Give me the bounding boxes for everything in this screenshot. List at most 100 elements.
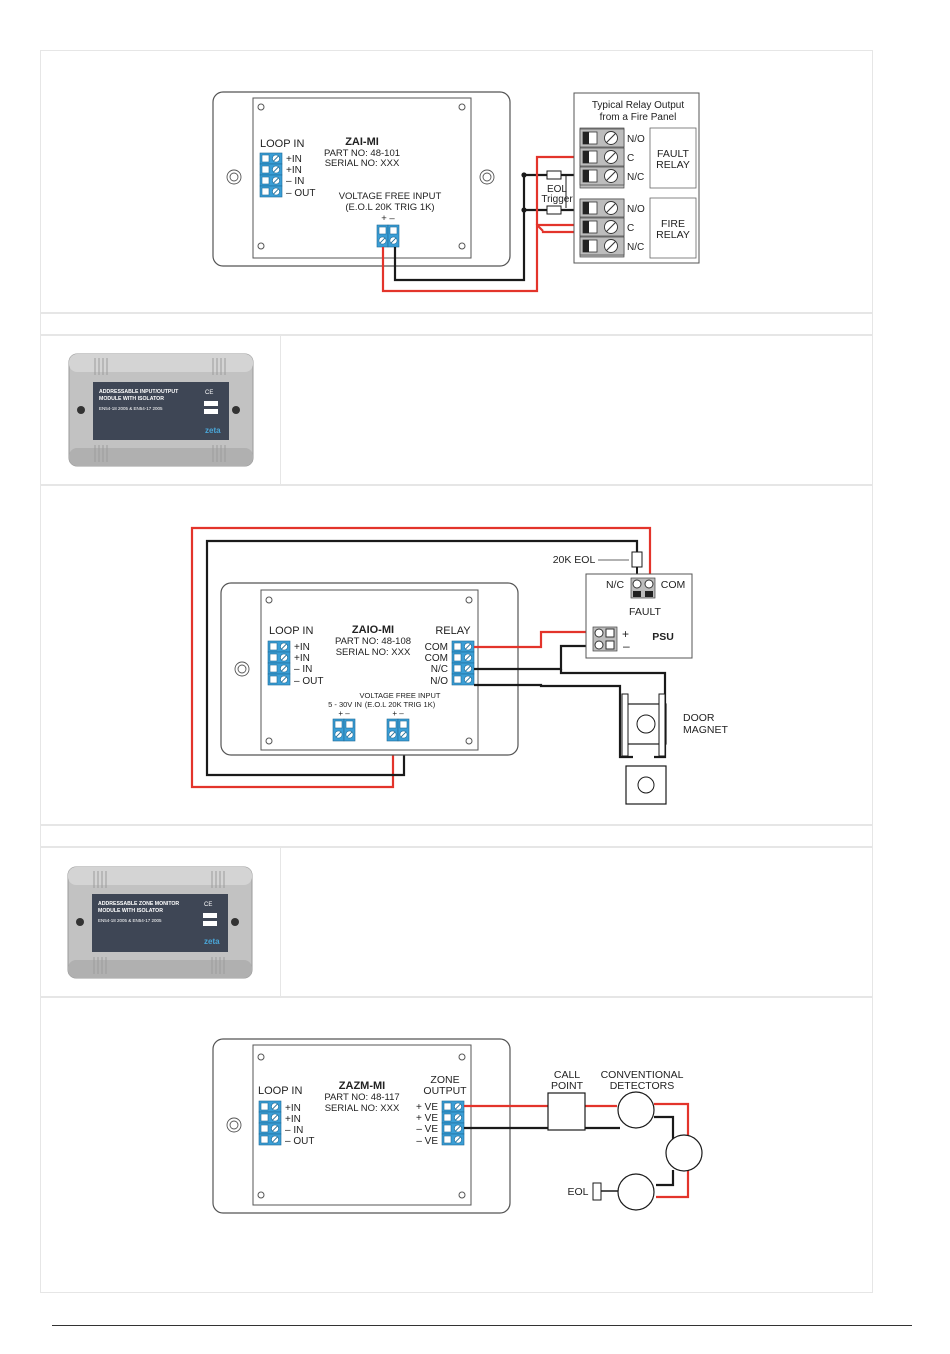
fault-relay-label: RELAY	[656, 159, 690, 171]
input-title: VOLTAGE FREE INPUT	[360, 691, 441, 700]
contact-label: N/O	[627, 134, 645, 145]
eol-trigger-resistor	[546, 205, 562, 215]
fire-relay-label: FIRE	[661, 218, 685, 230]
eol-label: EOL	[547, 184, 567, 195]
call-point	[547, 1092, 586, 1131]
diagram-zazm-mi: LOOP IN +IN +IN – IN – OUT ZAZM-MI PART …	[212, 1038, 703, 1214]
mounting-hole-right	[479, 169, 495, 185]
detectors-label: DETECTORS	[610, 1080, 675, 1092]
module-name: ZAIO-MI	[352, 624, 394, 636]
relay-terminal-label: N/C	[431, 664, 448, 675]
contact-label: C	[627, 153, 634, 164]
door-magnet-label: DOOR	[683, 712, 715, 724]
relay-label: RELAY	[435, 625, 471, 637]
loop-terminal-label: – OUT	[286, 188, 315, 199]
photo-brand-logo: zeta	[204, 937, 220, 946]
zone-terminal-label: + VE	[416, 1113, 438, 1124]
module-plate	[252, 97, 472, 259]
contact-label: N/O	[627, 204, 645, 215]
detectors-label: CONVENTIONAL	[601, 1069, 684, 1081]
20k-eol-resistor	[631, 551, 643, 568]
call-point-label: CALL	[554, 1069, 580, 1081]
input-polarity: + –	[381, 213, 395, 224]
loop-in-label: LOOP IN	[269, 625, 313, 637]
psu-plus: +	[622, 627, 629, 641]
input-subtitle: (E.O.L 20K TRIG 1K)	[365, 700, 436, 709]
module-name: ZAI-MI	[345, 136, 379, 148]
psu-minus: –	[623, 639, 630, 653]
loop-terminal-label: +IN	[286, 165, 302, 176]
fire-panel-title: Typical Relay Output	[592, 100, 684, 111]
psu-nc-label: N/C	[606, 579, 625, 591]
mounting-hole-left	[226, 169, 242, 185]
20k-eol-label: 20K EOL	[553, 554, 596, 566]
loop-terminal-label: – IN	[285, 1125, 303, 1136]
contact-label: N/C	[627, 242, 644, 253]
module-plate	[260, 589, 479, 751]
fault-label: FAULT	[629, 606, 661, 618]
footer-rule	[52, 1325, 912, 1326]
serial-number: SERIAL NO: XXX	[325, 1103, 400, 1114]
fault-relay-label: FAULT	[657, 148, 689, 160]
zone-output-label: OUTPUT	[423, 1085, 467, 1097]
photo-subtitle: MODULE WITH ISOLATOR	[98, 908, 163, 914]
call-point-label: POINT	[551, 1080, 584, 1092]
diagram-zaio-mi: 20K EOL LOOP IN +IN +IN – IN – OUT ZAIO-…	[190, 526, 729, 805]
mounting-hole-left	[226, 1117, 242, 1133]
eol-resistor	[592, 1182, 602, 1201]
photo-divider-2	[280, 847, 281, 997]
zone-terminal-label: + VE	[416, 1102, 438, 1113]
conventional-detector	[665, 1134, 703, 1172]
spacer-panel-1	[40, 313, 873, 335]
loop-terminal-label: +IN	[294, 642, 310, 653]
fault-relay-box	[649, 127, 697, 189]
contact-label: N/C	[627, 172, 644, 183]
eol-label: EOL	[567, 1186, 588, 1198]
loop-terminal-label: – IN	[294, 664, 312, 675]
photo-standards: EN54-18 2005 & EN54-17 2005	[99, 406, 163, 411]
fire-relay-box	[649, 197, 697, 259]
psu-com-label: COM	[661, 579, 686, 591]
photo-ce-mark: CE	[205, 390, 213, 396]
loop-terminal-label: +IN	[294, 653, 310, 664]
zazm-mi-product-photo: ADDRESSABLE ZONE MONITOR MODULE WITH ISO…	[67, 866, 253, 979]
door-magnet-label: MAGNET	[683, 724, 729, 736]
module-name: ZAZM-MI	[339, 1080, 385, 1092]
loop-terminal-label: – IN	[286, 176, 304, 187]
loop-terminal-label: – OUT	[285, 1136, 314, 1147]
diagram-zai-mi: LOOP IN +IN +IN – IN – OUT ZAI-MI PART N…	[212, 91, 700, 293]
mounting-hole-left	[234, 661, 250, 677]
spacer-panel-2	[40, 825, 873, 847]
part-number: PART NO: 48-101	[324, 148, 400, 159]
input-polarity: + –	[392, 709, 404, 718]
relay-terminal-label: COM	[425, 642, 448, 653]
relay-terminal-label: N/O	[430, 676, 448, 687]
zone-terminal-label: – VE	[416, 1136, 438, 1147]
relay-terminal-label: COM	[425, 653, 448, 664]
conventional-detector	[617, 1091, 655, 1129]
eol-trigger-label: Trigger	[541, 194, 573, 205]
supply-in-label: 5 - 30V IN	[328, 700, 362, 709]
loop-terminal-label: +IN	[286, 154, 302, 165]
loop-in-label: LOOP IN	[260, 138, 304, 150]
conventional-detector	[617, 1173, 655, 1211]
contact-label: C	[627, 223, 634, 234]
input-subtitle: (E.O.L 20K TRIG 1K)	[345, 202, 434, 213]
serial-number: SERIAL NO: XXX	[325, 158, 400, 169]
loop-terminal-label: +IN	[285, 1103, 301, 1114]
part-number: PART NO: 48-108	[335, 636, 411, 647]
loop-terminal-label: – OUT	[294, 676, 323, 687]
photo-title: ADDRESSABLE ZONE MONITOR	[98, 901, 179, 907]
psu-label: PSU	[652, 631, 674, 643]
zone-output-label: ZONE	[430, 1074, 459, 1086]
photo-subtitle: MODULE WITH ISOLATOR	[99, 396, 164, 402]
eol-trigger-resistor	[546, 170, 562, 180]
fire-relay-label: RELAY	[656, 229, 690, 241]
zone-terminal-label: – VE	[416, 1124, 438, 1135]
loop-in-label: LOOP IN	[258, 1085, 302, 1097]
loop-terminal-label: +IN	[285, 1114, 301, 1125]
photo-ce-mark: CE	[204, 902, 212, 908]
serial-number: SERIAL NO: XXX	[336, 647, 411, 658]
input-title: VOLTAGE FREE INPUT	[339, 191, 442, 202]
